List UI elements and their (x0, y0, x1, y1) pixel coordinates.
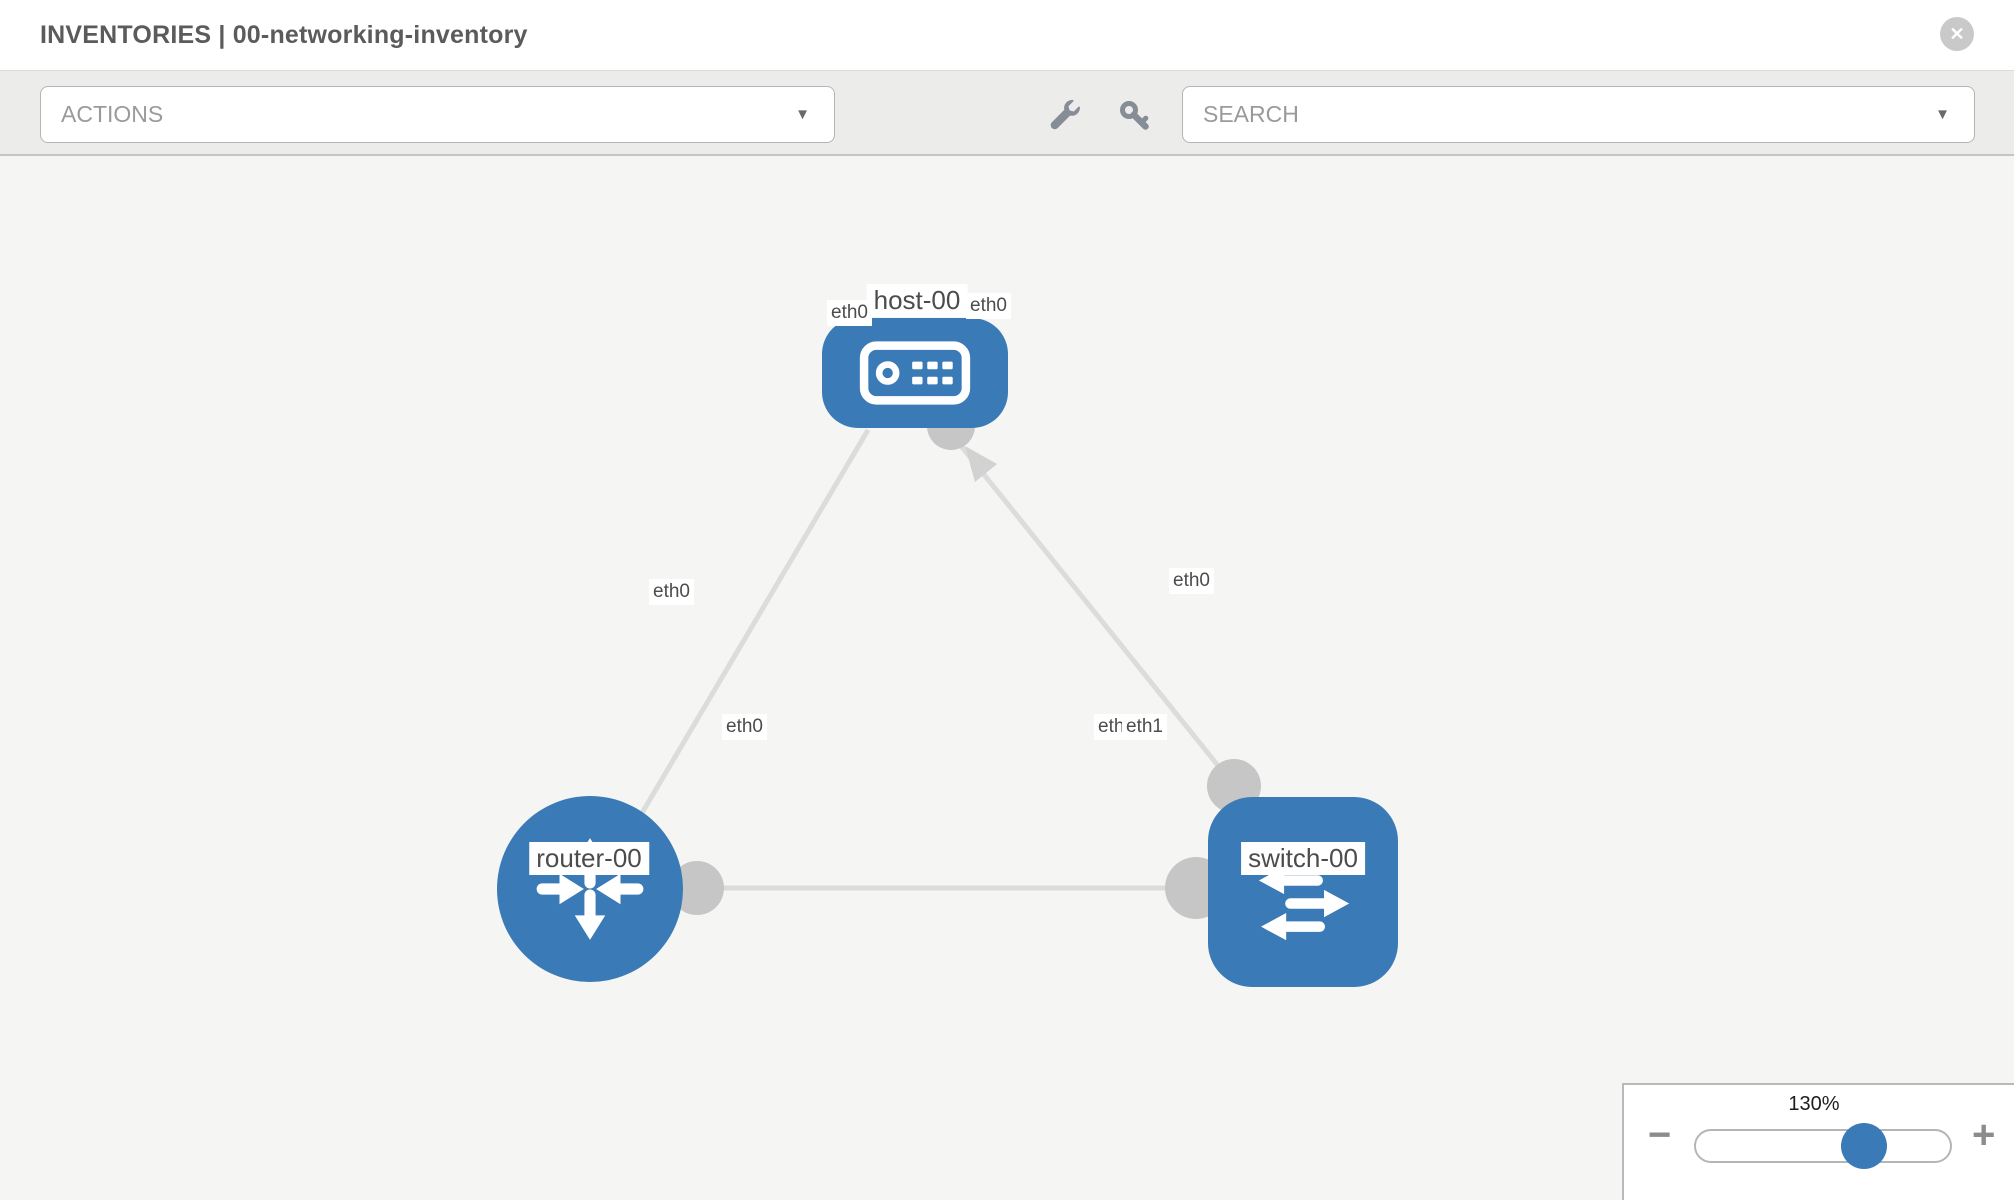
topology-canvas[interactable] (0, 156, 2014, 1200)
zoom-in-button[interactable]: + (1972, 1115, 1995, 1155)
node-label-router: router-00 (529, 842, 649, 875)
node-label-switch: switch-00 (1241, 842, 1365, 875)
zoom-slider-track[interactable] (1694, 1129, 1952, 1163)
host-icon (859, 341, 971, 405)
toolbar: ACTIONS ▼ SEARCH ▼ (0, 70, 2014, 156)
link-host-router (639, 428, 871, 815)
link-host-switch (951, 434, 1238, 790)
chevron-down-icon: ▼ (795, 106, 810, 123)
node-switch-00[interactable] (1208, 797, 1398, 987)
wrench-icon (1050, 99, 1080, 130)
search-dropdown[interactable]: SEARCH ▼ (1182, 86, 1975, 143)
zoom-out-button[interactable]: − (1648, 1115, 1671, 1155)
page-title: INVENTORIES | 00-networking-inventory (40, 21, 528, 49)
actions-dropdown-label: ACTIONS (61, 101, 164, 127)
minus-icon: − (1648, 1113, 1672, 1157)
configure-button[interactable] (1041, 95, 1085, 139)
port-label-host-to-switch: eth0 (966, 293, 1011, 319)
node-host-00[interactable] (822, 318, 1008, 428)
actions-dropdown[interactable]: ACTIONS ▼ (40, 86, 835, 143)
chevron-down-icon: ▼ (1935, 106, 1950, 123)
link-arrowhead (965, 446, 997, 482)
port-label-router-to-switch: eth0 (722, 714, 767, 740)
node-router-00[interactable] (497, 796, 683, 982)
plus-icon: + (1972, 1113, 1996, 1157)
port-label-switch-to-host: eth0 (1169, 568, 1214, 594)
credentials-button[interactable] (1113, 95, 1157, 139)
port-connector-router[interactable] (670, 861, 724, 915)
port-label-switch-to-router-eth1: eth1 (1122, 714, 1167, 740)
close-button[interactable]: ✕ (1940, 17, 1974, 51)
zoom-panel: 130% − + (1622, 1083, 2014, 1200)
zoom-level-value: 130% (1788, 1093, 1840, 1115)
search-dropdown-label: SEARCH (1203, 101, 1299, 127)
port-label-host-to-router: eth0 (827, 300, 872, 326)
node-label-host: host-00 (866, 284, 968, 317)
key-icon (1120, 101, 1149, 130)
zoom-slider-thumb[interactable] (1841, 1123, 1887, 1169)
close-icon: ✕ (1949, 24, 1965, 44)
port-label-router-to-host: eth0 (649, 579, 694, 605)
page-header: INVENTORIES | 00-networking-inventory ✕ (0, 0, 2014, 70)
